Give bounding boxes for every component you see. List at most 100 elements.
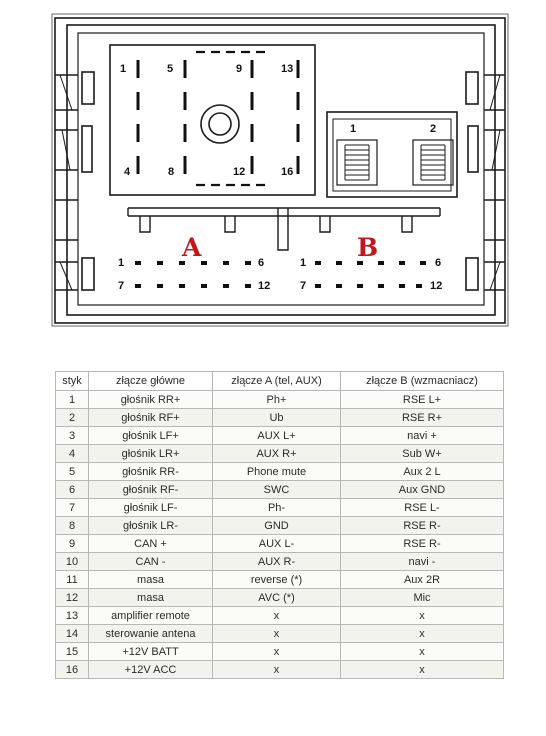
cell-pin: 4 xyxy=(55,444,89,463)
cell-pin: 8 xyxy=(55,516,89,535)
main-connector-slots xyxy=(136,60,300,174)
cell-connector-a: AUX L+ xyxy=(212,426,341,445)
small-pin-label: 2 xyxy=(430,123,436,135)
cell-pin: 2 xyxy=(55,408,89,427)
cell-pin: 14 xyxy=(55,624,89,643)
pin-label: 1 xyxy=(118,257,124,269)
cell-pin: 6 xyxy=(55,480,89,499)
connector-b-pins: 1 6 7 12 xyxy=(300,257,442,292)
pin-label: 6 xyxy=(435,257,441,269)
cell-pin: 5 xyxy=(55,462,89,481)
main-pin-label: 12 xyxy=(233,166,245,178)
pinout-table: styk złącze główne złącze A (tel, AUX) z… xyxy=(55,371,504,679)
cell-main-connector: głośnik RF+ xyxy=(88,408,213,427)
pin-label: 1 xyxy=(300,257,306,269)
header-main-connector: złącze główne xyxy=(88,371,213,391)
cell-main-connector: głośnik LR+ xyxy=(88,444,213,463)
pin-label: 6 xyxy=(258,257,264,269)
cell-connector-b: x xyxy=(340,624,504,643)
cell-pin: 13 xyxy=(55,606,89,625)
label-connector-b: B xyxy=(357,233,378,262)
locking-rail xyxy=(127,207,441,251)
cell-main-connector: głośnik RR- xyxy=(88,462,213,481)
pin-label: 12 xyxy=(258,280,270,292)
pin-label: 7 xyxy=(118,280,124,292)
main-pin-label: 5 xyxy=(167,63,173,75)
center-post xyxy=(200,104,240,144)
cell-connector-a: Ub xyxy=(212,408,341,427)
cell-connector-a: x xyxy=(212,606,341,625)
cell-pin: 11 xyxy=(55,570,89,589)
cell-connector-b: Aux 2R xyxy=(340,570,504,589)
cell-connector-b: Aux 2 L xyxy=(340,462,504,481)
cell-connector-b: x xyxy=(340,660,504,679)
cell-connector-a: Ph+ xyxy=(212,390,341,409)
connector-a-pins: 1 6 7 12 xyxy=(118,257,270,292)
connector-housing xyxy=(51,13,509,327)
cell-connector-b: navi + xyxy=(340,426,504,445)
cell-main-connector: głośnik LF- xyxy=(88,498,213,517)
pin-label: 7 xyxy=(300,280,306,292)
cell-connector-b: RSE L- xyxy=(340,498,504,517)
cell-connector-a: x xyxy=(212,660,341,679)
cell-connector-a: AUX R- xyxy=(212,552,341,571)
cell-main-connector: +12V ACC xyxy=(88,660,213,679)
cell-connector-b: RSE R+ xyxy=(340,408,504,427)
label-connector-a: A xyxy=(181,233,202,262)
cell-connector-a: reverse (*) xyxy=(212,570,341,589)
cell-connector-a: AUX L- xyxy=(212,534,341,553)
cell-main-connector: CAN - xyxy=(88,552,213,571)
cell-connector-b: RSE R- xyxy=(340,516,504,535)
cell-main-connector: głośnik RF- xyxy=(88,480,213,499)
cell-connector-b: Mic xyxy=(340,588,504,607)
cell-pin: 9 xyxy=(55,534,89,553)
cell-main-connector: masa xyxy=(88,588,213,607)
cell-pin: 3 xyxy=(55,426,89,445)
connector-drawing: 1 5 9 13 4 8 12 16 1 2 xyxy=(51,13,509,327)
cell-connector-b: Aux GND xyxy=(340,480,504,499)
cell-connector-a: Phone mute xyxy=(212,462,341,481)
table-header-row: styk złącze główne złącze A (tel, AUX) z… xyxy=(55,371,504,391)
cell-main-connector: głośnik LR- xyxy=(88,516,213,535)
cell-main-connector: masa xyxy=(88,570,213,589)
cell-pin: 1 xyxy=(55,390,89,409)
cell-pin: 12 xyxy=(55,588,89,607)
cell-main-connector: sterowanie antena xyxy=(88,624,213,643)
cell-connector-a: x xyxy=(212,624,341,643)
small-connector-block: 1 2 xyxy=(326,111,458,198)
main-pin-label: 8 xyxy=(168,166,174,178)
main-pin-label: 1 xyxy=(120,63,126,75)
cell-connector-b: Sub W+ xyxy=(340,444,504,463)
cell-connector-b: x xyxy=(340,606,504,625)
cell-pin: 10 xyxy=(55,552,89,571)
cell-pin: 7 xyxy=(55,498,89,517)
cell-connector-a: GND xyxy=(212,516,341,535)
main-pin-label: 9 xyxy=(236,63,242,75)
cell-connector-a: SWC xyxy=(212,480,341,499)
main-connector-divider xyxy=(196,50,268,187)
header-pin: styk xyxy=(55,371,89,391)
main-connector-block: 1 5 9 13 4 8 12 16 xyxy=(109,44,316,196)
cell-main-connector: CAN + xyxy=(88,534,213,553)
cell-main-connector: +12V BATT xyxy=(88,642,213,661)
cell-main-connector: głośnik RR+ xyxy=(88,390,213,409)
main-pin-label: 13 xyxy=(281,63,293,75)
cell-connector-b: navi - xyxy=(340,552,504,571)
cell-connector-a: Ph- xyxy=(212,498,341,517)
cell-pin: 15 xyxy=(55,642,89,661)
cell-connector-a: AVC (*) xyxy=(212,588,341,607)
cell-connector-b: RSE R- xyxy=(340,534,504,553)
